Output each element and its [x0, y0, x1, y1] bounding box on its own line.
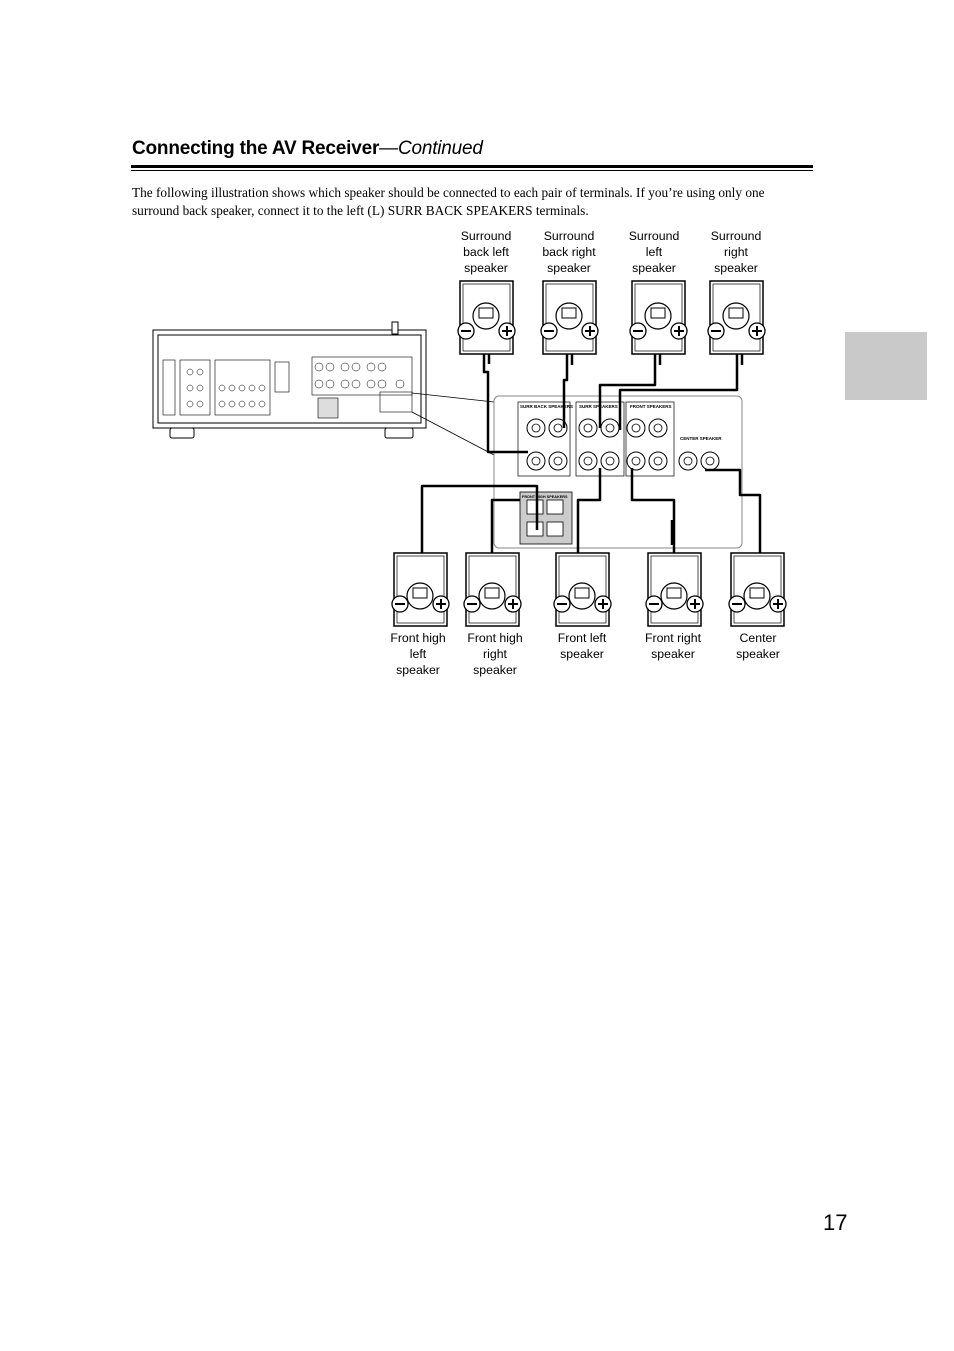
- speaker-top-surround-back-right: [540, 280, 599, 355]
- intro-paragraph: The following illustration shows which s…: [132, 184, 822, 220]
- label-surround-left: Surround left speaker: [628, 229, 680, 275]
- label-front-high-left: Front high left speaker: [390, 631, 446, 677]
- speaker-top-surround-right: [707, 280, 766, 355]
- label-front-left: Front left speaker: [557, 631, 607, 661]
- title-continued: —Continued: [379, 138, 483, 159]
- heading-rule-thin: [131, 170, 813, 171]
- panel-label-surr: SURR SPEAKERS: [579, 404, 618, 409]
- label-surround-back-right: Surround back right speaker: [542, 229, 596, 275]
- label-surround-back-left: Surround back left speaker: [460, 229, 512, 275]
- receiver-rear-panel: [152, 321, 495, 456]
- label-center: Center speaker: [736, 631, 780, 661]
- section-tab: [845, 332, 927, 400]
- panel-label-front-high: FRONT HIGH SPEAKERS: [522, 495, 568, 499]
- intro-line: surround back speaker, connect it to the…: [132, 203, 589, 218]
- intro-line: The following illustration shows which s…: [132, 185, 765, 200]
- speaker-top-surround-left: [629, 280, 688, 355]
- speaker-bottom-front-high-right: [463, 552, 522, 627]
- label-front-high-right: Front high right speaker: [467, 631, 523, 677]
- page-title: Connecting the AV Receiver—Continued: [132, 138, 483, 160]
- page-number: 17: [823, 1210, 848, 1235]
- label-front-right: Front right speaker: [644, 631, 702, 661]
- panel-label-front: FRONT SPEAKERS: [630, 404, 672, 409]
- speaker-bottom-center: [728, 552, 787, 627]
- panel-label-center: CENTER SPEAKER: [680, 436, 722, 441]
- speaker-bottom-front-high-left: [391, 552, 450, 627]
- speaker-top-surround-back-left: [457, 280, 516, 355]
- speaker-bottom-front-left: [553, 552, 612, 627]
- panel-label-surr-back: SURR BACK SPEAKERS: [520, 404, 573, 409]
- heading-rule: [131, 165, 813, 168]
- terminal-panel: SURR BACK SPEAKERS SURR SPEAKERS FRONT S…: [493, 395, 743, 549]
- speaker-wiring-diagram: SURR BACK SPEAKERS SURR SPEAKERS FRONT S…: [152, 280, 787, 627]
- title-main: Connecting the AV Receiver: [132, 138, 380, 159]
- speaker-bottom-front-right: [645, 552, 704, 627]
- label-surround-right: Surround right speaker: [710, 229, 762, 275]
